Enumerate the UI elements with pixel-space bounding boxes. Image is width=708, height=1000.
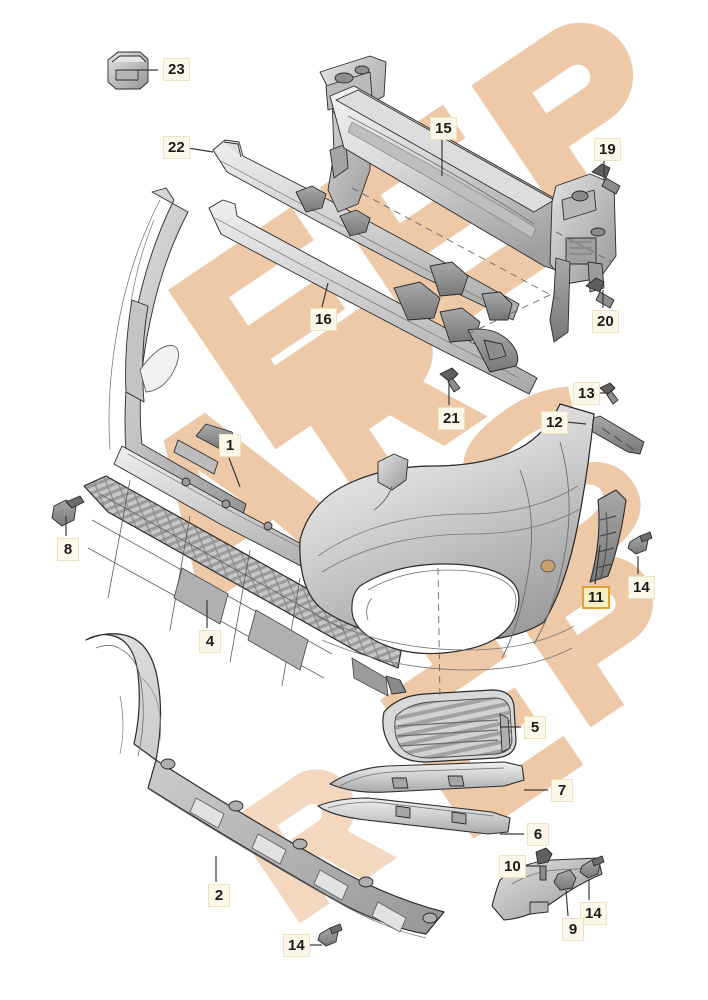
callout-5[interactable]: 5 (524, 716, 546, 739)
callout-6[interactable]: 6 (527, 823, 549, 846)
part-14c-expansion-rivet-clip (317, 923, 343, 947)
part-16-lower-crossmember-beam (208, 199, 538, 395)
part-8-grille-clip (51, 495, 85, 527)
part-21-screw-fastener (439, 367, 461, 393)
callout-20[interactable]: 20 (592, 310, 619, 333)
callout-leader-lines (65, 69, 639, 946)
callout-1[interactable]: 1 (219, 434, 241, 457)
part-11-right-side-bracket (589, 489, 627, 583)
part-9-corner-clip (553, 869, 577, 891)
part-20-hex-bolt-lower (585, 277, 615, 309)
callout-4[interactable]: 4 (199, 630, 221, 653)
part-4-radiator-grille-mesh (83, 475, 407, 697)
part-15-bumper-reinforcement-beam (319, 55, 617, 343)
part-14a-expansion-rivet-clip (627, 531, 653, 555)
callout-16[interactable]: 16 (310, 308, 337, 331)
callout-2[interactable]: 2 (208, 884, 230, 907)
callout-14-bottom[interactable]: 14 (283, 934, 310, 957)
callout-13[interactable]: 13 (573, 382, 600, 405)
part-3-front-bumper-cover (299, 403, 595, 671)
callout-22[interactable]: 22 (163, 136, 190, 159)
callout-9[interactable]: 9 (562, 918, 584, 941)
part-14b-expansion-rivet-clip (579, 855, 605, 879)
part-5-fog-lamp-grille-surround (382, 689, 517, 763)
callout-15[interactable]: 15 (430, 117, 457, 140)
part-1-front-wing-panel (108, 187, 329, 577)
part-19-hex-bolt-upper (591, 163, 621, 195)
callout-14-lower-right[interactable]: 14 (580, 902, 607, 925)
part-23-tow-eye-cover-cap (107, 51, 149, 90)
callout-14-right[interactable]: 14 (628, 576, 655, 599)
part-22-upper-crossmember-bar (212, 139, 520, 321)
part-6-lower-trim-strip (317, 797, 511, 835)
callout-10[interactable]: 10 (499, 855, 526, 878)
callout-11-highlighted[interactable]: 11 (582, 586, 610, 609)
part-10-push-pin-fastener (535, 847, 553, 881)
callout-21[interactable]: 21 (438, 407, 465, 430)
part-2-underbody-splash-shield (85, 633, 445, 939)
callout-7[interactable]: 7 (551, 779, 573, 802)
callout-12[interactable]: 12 (541, 411, 568, 434)
callout-8[interactable]: 8 (57, 538, 79, 561)
assembly-alignment-lines (351, 187, 613, 701)
callout-19[interactable]: 19 (594, 138, 621, 161)
part-7-upper-trim-strip (329, 761, 525, 793)
callout-23[interactable]: 23 (163, 58, 190, 81)
